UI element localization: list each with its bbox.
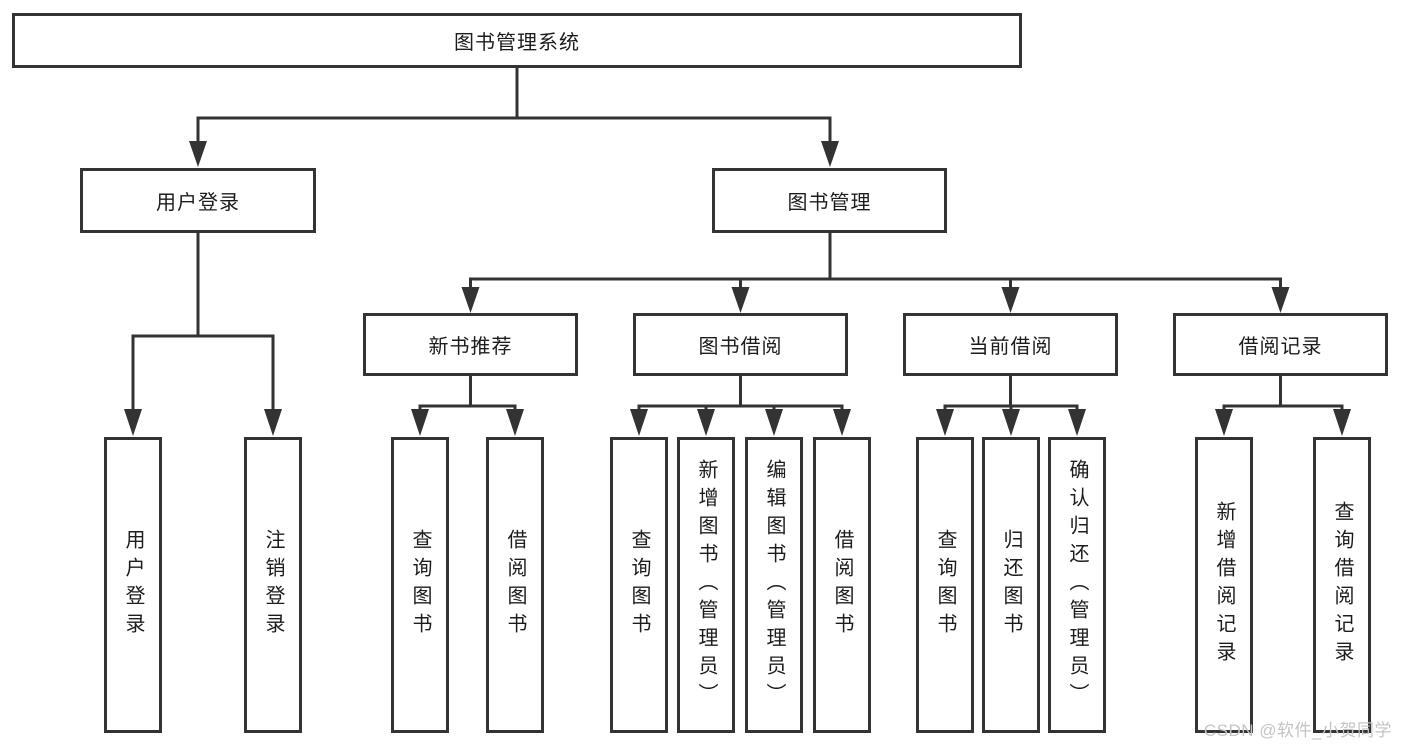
- csdn-watermark: CSDN @软件_小贺同学: [1203, 721, 1392, 740]
- node-user-login: 用户登录: [80, 168, 316, 233]
- arrow-down-icon: [1001, 287, 1020, 313]
- node-current-borrowing: 当前借阅: [903, 313, 1118, 376]
- arrow-down-icon: [1215, 409, 1233, 436]
- leaf-borrow-books-borrow: 借阅图书: [813, 437, 871, 733]
- node-label: 编辑图书（管理员）: [763, 459, 785, 711]
- leaf-confirm-return-admin: 确认归还（管理员）: [1048, 437, 1106, 733]
- arrow-down-icons: [124, 141, 1351, 436]
- node-label: 用户登录: [122, 529, 144, 641]
- leaf-query-books-recommend: 查询图书: [391, 437, 449, 733]
- leaf-logout: 注销登录: [244, 437, 302, 733]
- arrow-down-icon: [630, 409, 648, 436]
- arrow-down-icon: [731, 287, 750, 313]
- arrow-down-icon: [833, 409, 851, 436]
- node-label: 查询借阅记录: [1331, 501, 1353, 669]
- leaf-add-book-admin: 新增图书（管理员）: [677, 437, 735, 733]
- node-label: 借阅图书: [831, 529, 853, 641]
- arrow-down-icon: [1271, 287, 1290, 313]
- arrow-down-icon: [411, 409, 429, 436]
- node-label: 图书管理: [787, 192, 872, 214]
- node-label: 查询图书: [934, 529, 956, 641]
- node-label: 用户登录: [156, 192, 240, 214]
- leaf-borrow-books-recommend: 借阅图书: [486, 437, 544, 733]
- arrow-down-icon: [1068, 409, 1086, 436]
- arrow-down-icon: [765, 409, 783, 436]
- leaf-return-book: 归还图书: [982, 437, 1040, 733]
- node-borrowing-records: 借阅记录: [1173, 313, 1388, 376]
- arrow-down-icon: [936, 409, 954, 436]
- node-label: 图书管理系统: [454, 32, 580, 54]
- arrow-down-icon: [124, 409, 142, 436]
- node-label: 借阅图书: [504, 529, 526, 641]
- node-label: 借阅记录: [1238, 336, 1323, 358]
- node-label: 新增借阅记录: [1213, 501, 1235, 669]
- arrow-down-icon: [264, 409, 282, 436]
- node-label: 当前借阅: [968, 336, 1053, 358]
- node-label: 新书推荐: [428, 336, 513, 358]
- arrow-down-icon: [189, 141, 207, 167]
- node-label: 图书借阅: [698, 336, 783, 358]
- node-label: 查询图书: [628, 529, 650, 641]
- leaf-query-borrow-record: 查询借阅记录: [1313, 437, 1371, 733]
- arrow-down-icon: [461, 287, 480, 313]
- node-label: 归还图书: [1000, 529, 1022, 641]
- leaf-query-books-current: 查询图书: [916, 437, 974, 733]
- arrow-down-icon: [1002, 409, 1020, 436]
- arrow-down-icon: [506, 409, 524, 436]
- arrow-down-icon: [821, 141, 839, 167]
- node-label: 注销登录: [262, 529, 284, 641]
- leaf-add-borrow-record: 新增借阅记录: [1195, 437, 1253, 733]
- node-library-management-system: 图书管理系统: [12, 13, 1022, 68]
- node-book-management: 图书管理: [712, 168, 947, 233]
- arrow-down-icon: [1333, 409, 1351, 436]
- node-new-book-recommendation: 新书推荐: [363, 313, 578, 376]
- node-label: 确认归还（管理员）: [1066, 459, 1088, 711]
- node-label: 查询图书: [409, 529, 431, 641]
- leaf-user-login: 用户登录: [104, 437, 162, 733]
- arrow-down-icon: [697, 409, 715, 436]
- leaf-edit-book-admin: 编辑图书（管理员）: [745, 437, 803, 733]
- node-label: 新增图书（管理员）: [695, 459, 717, 711]
- leaf-query-books-borrow: 查询图书: [610, 437, 668, 733]
- node-book-borrowing: 图书借阅: [633, 313, 848, 376]
